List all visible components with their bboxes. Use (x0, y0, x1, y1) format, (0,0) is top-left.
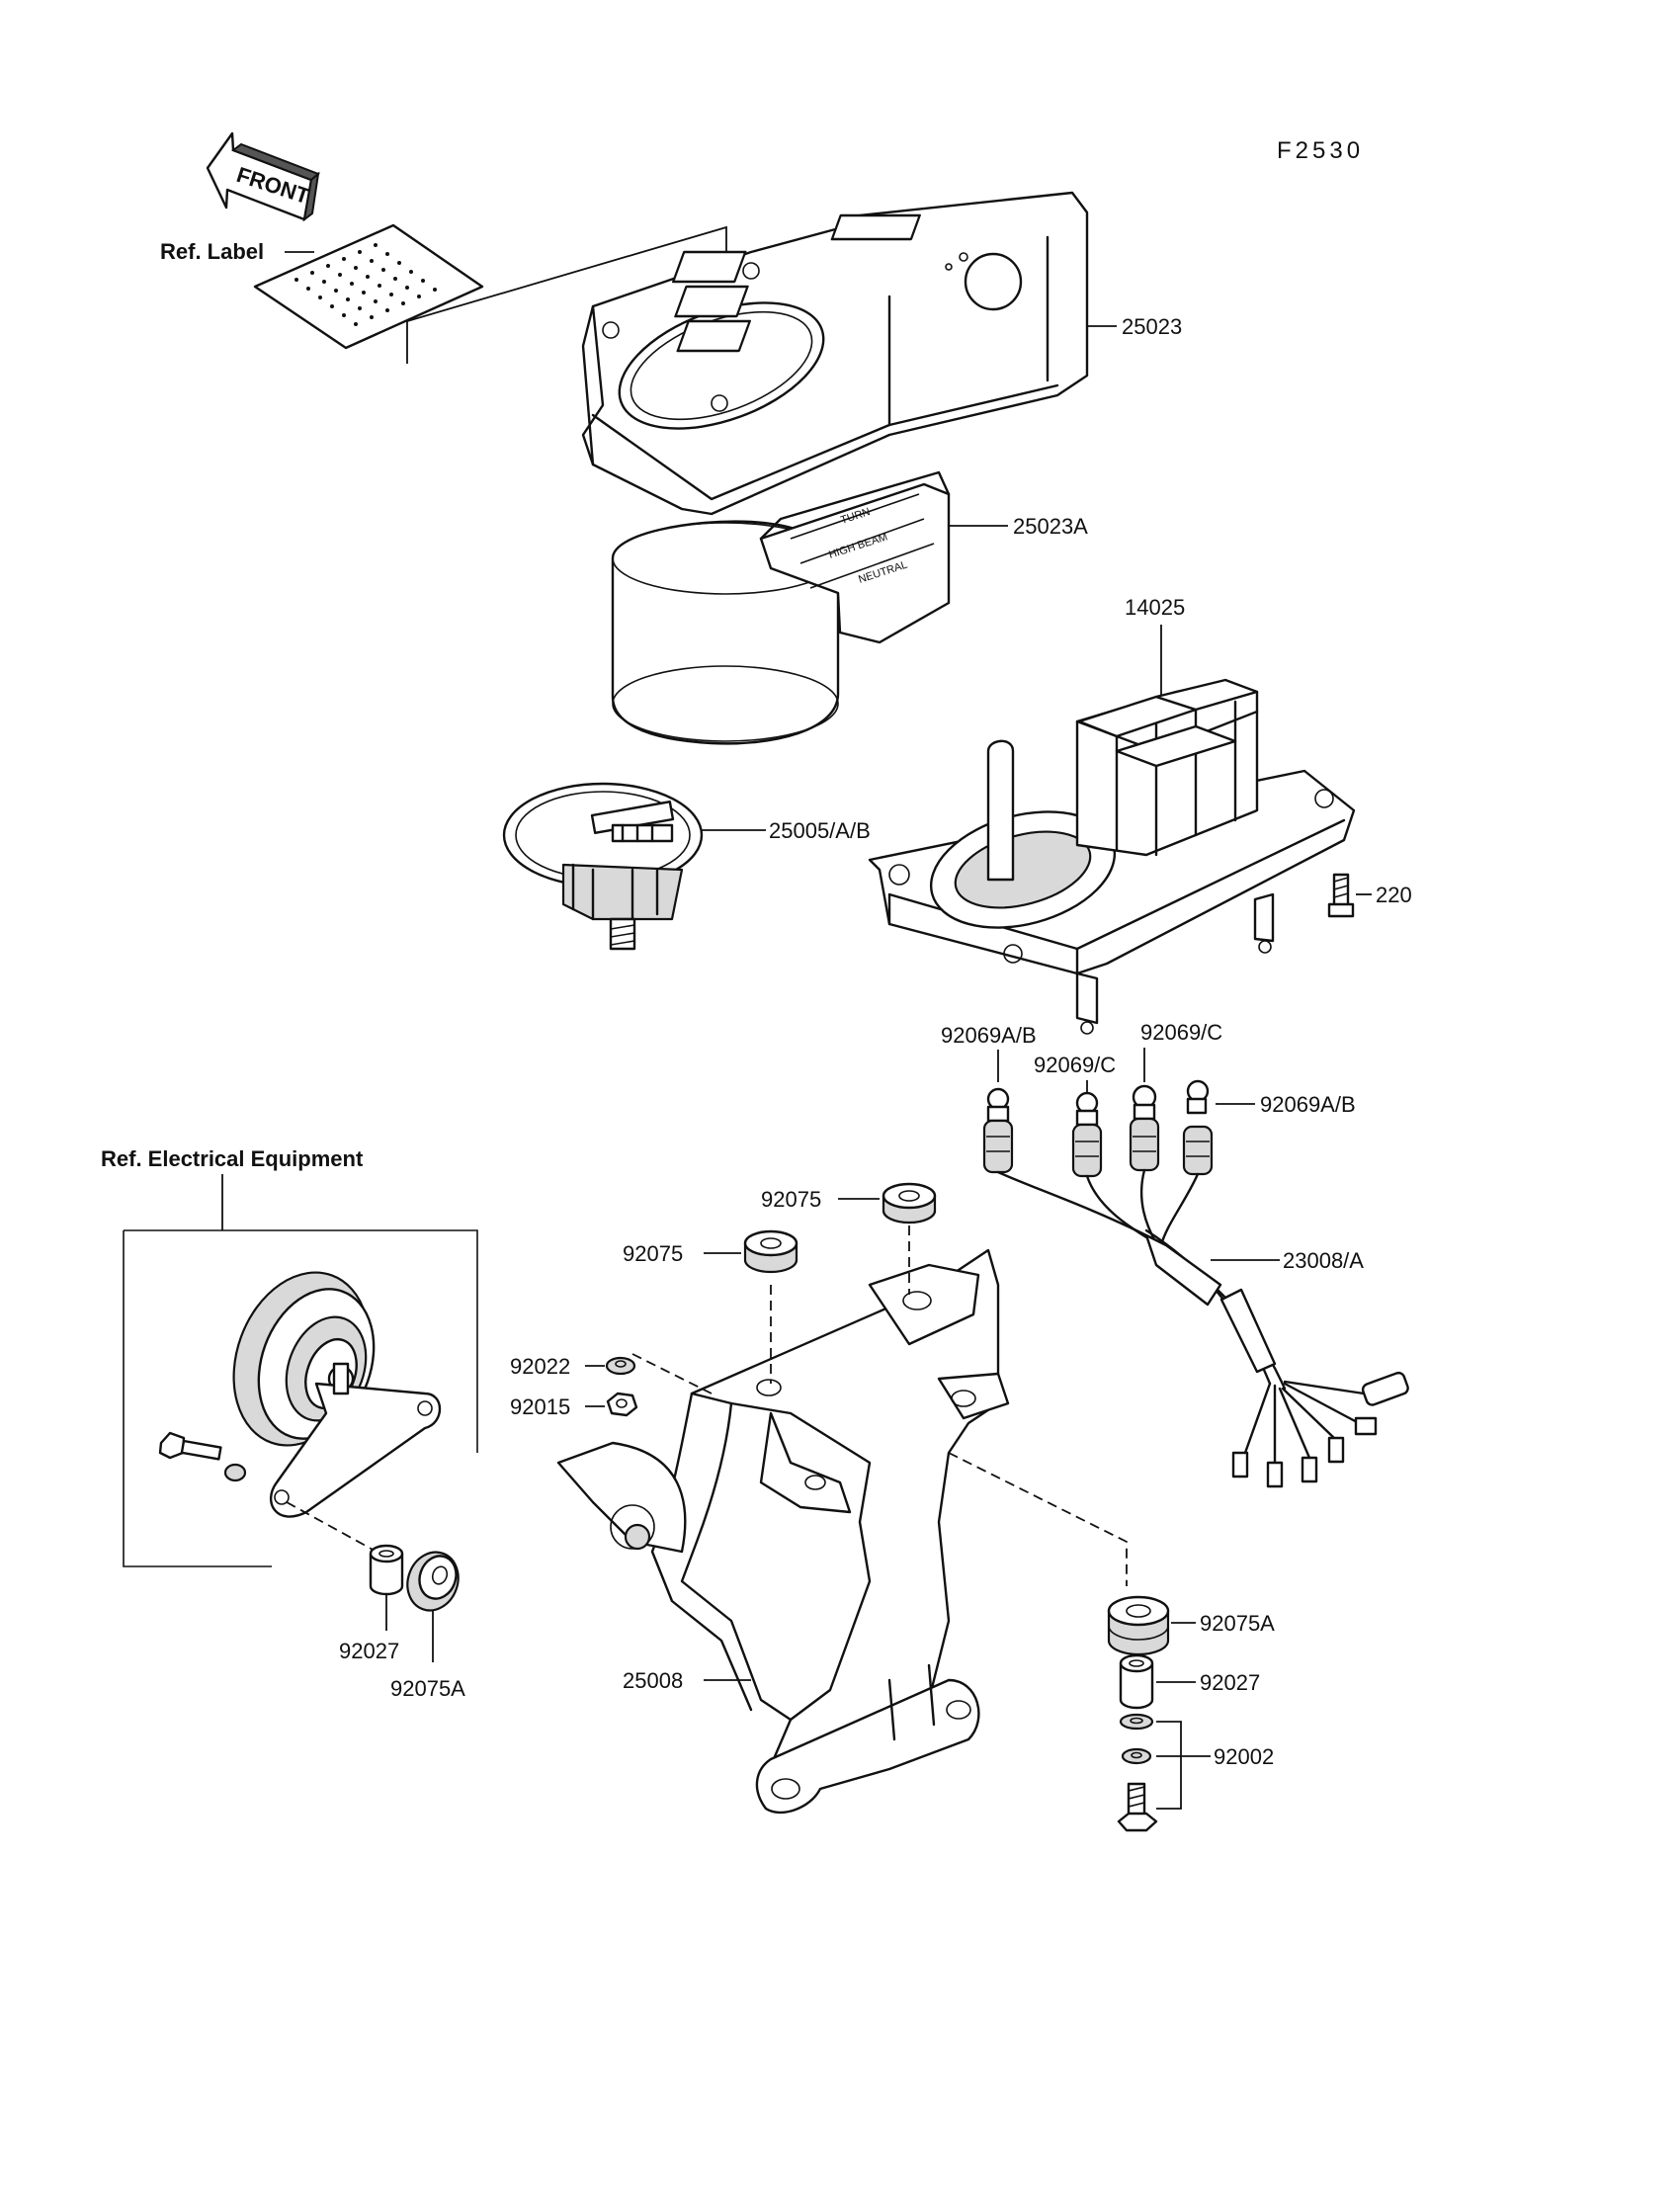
part-label-92075A-right: 92075A (1200, 1611, 1275, 1636)
diagram-code: F2530 (1277, 137, 1364, 164)
washer-92022 (605, 1356, 636, 1376)
grommet-92075A-left (406, 1551, 460, 1612)
part-label-92069AB-right: 92069A/B (1260, 1092, 1356, 1117)
part-label-92075A-left: 92075A (390, 1676, 465, 1701)
part-label-25023: 25023 (1122, 314, 1182, 339)
screw-220 (1327, 873, 1355, 918)
grommet-92075A-right (1107, 1595, 1170, 1656)
horn-assembly (158, 1271, 442, 1518)
ref-label-text: Ref. Label (160, 239, 264, 264)
nut-92015 (606, 1392, 638, 1417)
grommet-92075-top (882, 1182, 937, 1225)
part-label-92027-right: 92027 (1200, 1670, 1260, 1695)
ref-electrical-equipment-text: Ref. Electrical Equipment (101, 1146, 364, 1171)
bulb-sockets (982, 1079, 1214, 1178)
part-label-25023A: 25023A (1013, 514, 1088, 539)
part-label-92002: 92002 (1214, 1744, 1274, 1769)
lens-cover-25023A: TURN HIGH BEAM NEUTRAL (611, 470, 951, 745)
ref-electrical-box (123, 1229, 478, 1567)
collar-92027-left (369, 1544, 404, 1596)
collar-92027-right (1119, 1653, 1154, 1710)
part-label-25008: 25008 (623, 1668, 683, 1693)
meter-case-14025 (868, 678, 1356, 1035)
meter-housing-25023 (581, 191, 1089, 516)
part-label-92027-left: 92027 (339, 1639, 399, 1663)
part-label-92069AB-left: 92069A/B (941, 1023, 1037, 1048)
part-label-23008: 23008/A (1283, 1248, 1364, 1273)
part-label-92075-top: 92075 (761, 1187, 821, 1212)
part-label-92015: 92015 (510, 1394, 570, 1419)
grommet-92075-mid (743, 1229, 798, 1274)
part-label-220: 220 (1376, 883, 1412, 907)
front-arrow-icon: FRONT (206, 131, 320, 222)
wiring-harness-23008 (996, 1168, 1409, 1488)
speedometer-25005 (502, 782, 704, 951)
part-label-92069C-top: 92069/C (1140, 1020, 1222, 1045)
bolt-set-92002 (1117, 1713, 1158, 1832)
part-label-25005: 25005/A/B (769, 818, 871, 843)
ref-label-sticker (253, 223, 484, 350)
part-label-92022: 92022 (510, 1354, 570, 1379)
part-label-92075-mid: 92075 (623, 1241, 683, 1266)
part-label-14025: 14025 (1125, 595, 1185, 620)
part-label-92069C-mid: 92069/C (1034, 1053, 1116, 1077)
bracket-25008 (556, 1248, 1010, 1815)
